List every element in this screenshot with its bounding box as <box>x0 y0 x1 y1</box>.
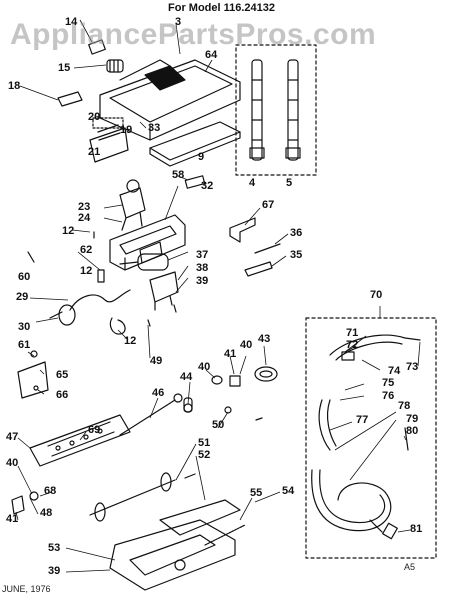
page-code: A5 <box>404 562 416 572</box>
callout-label: 14 <box>65 16 78 28</box>
callout-label: 36 <box>290 227 303 239</box>
motor-part <box>119 253 179 311</box>
callout-label: 41 <box>6 513 19 525</box>
callout-label: 23 <box>78 201 91 213</box>
callout-label: 20 <box>88 111 101 123</box>
callout-label: 67 <box>262 199 275 211</box>
callout-label: 62 <box>80 244 93 256</box>
callout-label: 5 <box>286 177 293 189</box>
callout-label: 24 <box>78 212 91 224</box>
pad-part <box>184 175 206 189</box>
callout-label: 64 <box>205 49 218 61</box>
callout-label: 81 <box>410 523 423 535</box>
shaft-part <box>89 472 196 522</box>
callout-label: 80 <box>406 425 419 437</box>
callout-label: 53 <box>48 542 61 554</box>
date-stamp: JUNE, 1976 <box>2 584 51 594</box>
end-cap-part <box>11 491 39 515</box>
callout-label: 40 <box>198 361 211 373</box>
latch-assembly-part <box>17 350 49 399</box>
callout-label: 15 <box>58 62 71 74</box>
callout-label: 77 <box>356 414 369 426</box>
callout-label: 72 <box>346 339 359 351</box>
callout-label: 39 <box>48 565 61 577</box>
bracket-part <box>229 217 256 243</box>
callout-label: 70 <box>370 289 383 301</box>
callout-label: 19 <box>120 124 133 136</box>
motor-housing-part <box>109 214 186 271</box>
callout-label: 58 <box>172 169 185 181</box>
callout-label: 12 <box>80 265 93 277</box>
callout-label: 40 <box>240 339 253 351</box>
callout-label: 47 <box>6 431 19 443</box>
plate-part-14 <box>88 39 106 55</box>
callout-label: 50 <box>212 419 225 431</box>
tray-part <box>149 121 241 167</box>
bracket-plate-part <box>89 117 129 163</box>
wheel-fittings-part <box>183 366 278 414</box>
sole-plate-part <box>159 499 241 536</box>
cord-part <box>49 289 131 335</box>
callout-label: 71 <box>346 327 359 339</box>
clip-part-62 <box>97 269 105 283</box>
callout-label: 66 <box>56 389 69 401</box>
callout-label: 78 <box>398 400 411 412</box>
watermark: AppliancePartsPros.com <box>10 18 377 51</box>
clip-part <box>57 91 83 107</box>
callout-label: 73 <box>406 361 419 373</box>
callout-label: 48 <box>40 507 53 519</box>
callout-label: 79 <box>406 413 419 425</box>
callout-leaders <box>15 19 421 573</box>
screw-part <box>93 231 263 421</box>
callout-label: 54 <box>282 485 295 497</box>
pin-part <box>254 243 281 254</box>
agitator-axle-part <box>119 393 193 436</box>
callout-label: 29 <box>16 291 29 303</box>
callout-label: 76 <box>382 390 395 402</box>
callout-label: 52 <box>198 449 211 461</box>
callout-label: 61 <box>18 339 31 351</box>
callout-label: 74 <box>388 365 401 377</box>
base-plate-part <box>109 519 236 591</box>
callout-label: 55 <box>250 487 263 499</box>
switch-assembly-part <box>119 179 146 231</box>
callout-label: 38 <box>196 262 209 274</box>
brush-roll-part <box>29 414 131 467</box>
callout-label: 49 <box>150 355 163 367</box>
callout-label: 37 <box>196 249 209 261</box>
callout-label: 35 <box>290 249 303 261</box>
callout-label: 41 <box>224 348 237 360</box>
callout-label: 18 <box>8 80 21 92</box>
callout-label: 69 <box>88 424 101 436</box>
hood-cover-part <box>99 59 241 141</box>
callout-label: 30 <box>18 321 31 333</box>
callout-label: 65 <box>56 369 69 381</box>
knob-part <box>106 59 124 73</box>
callout-label: 68 <box>44 485 57 497</box>
belt-part <box>204 524 246 546</box>
callout-label: 33 <box>148 122 161 134</box>
pin-part-60 <box>27 251 35 263</box>
callout-label: 9 <box>198 151 205 163</box>
callout-label: 51 <box>198 437 211 449</box>
attachment-hose-group <box>305 317 437 559</box>
callout-label: 44 <box>180 371 193 383</box>
callout-label: 40 <box>6 457 19 469</box>
extension-wands-group <box>235 44 317 176</box>
callout-label: 43 <box>258 333 271 345</box>
callout-label: 32 <box>201 180 214 192</box>
callout-label: 46 <box>152 387 165 399</box>
callout-label: 39 <box>196 275 209 287</box>
callout-label: 12 <box>124 335 137 347</box>
callout-label: 60 <box>18 271 31 283</box>
callout-label: 12 <box>62 225 75 237</box>
clip-part-35 <box>244 261 273 277</box>
callout-label: 75 <box>382 377 395 389</box>
diagram-title: For Model 116.24132 <box>168 2 275 14</box>
callout-label: 21 <box>88 146 101 158</box>
callout-label: 4 <box>249 177 256 189</box>
callout-label: 3 <box>175 16 182 28</box>
